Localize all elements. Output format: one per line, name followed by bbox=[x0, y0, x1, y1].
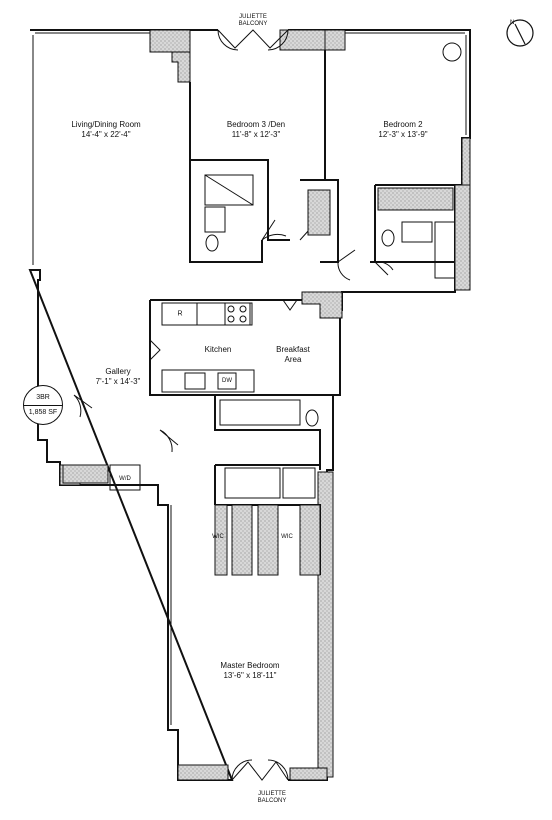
door-bedroom2 bbox=[337, 249, 356, 281]
room-bedroom3-name: Bedroom 3 /Den bbox=[226, 120, 286, 129]
room-kitchen: Kitchen bbox=[205, 345, 232, 355]
door-gallery-master bbox=[159, 429, 179, 453]
column-top-left bbox=[149, 29, 191, 53]
counter-island bbox=[161, 369, 255, 393]
balcony-bottom-label: JULIETTE BALCONY bbox=[258, 791, 287, 805]
room-master-name: Master Bedroom bbox=[220, 661, 280, 670]
door-kitchen bbox=[149, 339, 161, 361]
unit-type: 3BR bbox=[36, 394, 50, 401]
dishwasher bbox=[217, 372, 237, 390]
closet-wic-far bbox=[299, 504, 321, 576]
north-arrow-icon bbox=[506, 19, 534, 47]
door-bedroom2-bath bbox=[374, 261, 394, 276]
door-breakfast-pantry bbox=[282, 299, 298, 311]
wall-bedroom3-bedroom2 bbox=[300, 50, 339, 263]
room-master-dims: 13'-6" x 18'-11" bbox=[223, 671, 277, 680]
room-master: Master Bedroom 13'-6" x 18'-11" bbox=[220, 661, 279, 681]
room-living: Living/Dining Room 14'-4" x 22'-4" bbox=[71, 120, 140, 140]
burner bbox=[227, 315, 235, 323]
column-top-right bbox=[324, 29, 346, 51]
column-top-center bbox=[279, 29, 326, 51]
column-top-notch bbox=[171, 51, 191, 83]
balcony-top-line1: JULIETTE bbox=[239, 14, 267, 20]
room-bedroom2-dims: 12'-3" x 13'-9" bbox=[378, 130, 428, 139]
unit-area: 1,858 SF bbox=[28, 409, 58, 416]
sink-kitchen bbox=[184, 372, 206, 390]
closet-bedroom3 bbox=[307, 189, 331, 236]
room-bedroom3-dims: 11'-8" x 12'-3" bbox=[231, 130, 281, 139]
room-breakfast-name: Breakfast bbox=[276, 345, 310, 354]
washer-dryer bbox=[109, 464, 141, 491]
balcony-bottom-line2: BALCONY bbox=[257, 798, 287, 804]
shower-bedroom3 bbox=[204, 174, 254, 206]
room-gallery-name: Gallery bbox=[105, 367, 131, 376]
balcony-door-bottom bbox=[231, 759, 289, 781]
wall-living-bedroom3 bbox=[189, 82, 290, 263]
wall-kitchen-bottom bbox=[160, 394, 340, 470]
tub-bedroom2 bbox=[434, 221, 456, 279]
unit-badge-divider bbox=[24, 405, 62, 406]
room-bedroom2-name: Bedroom 2 bbox=[383, 120, 423, 129]
room-kitchen-name: Kitchen bbox=[204, 345, 232, 354]
room-bedroom3: Bedroom 3 /Den 11'-8" x 12'-3" bbox=[227, 120, 285, 140]
burner bbox=[239, 305, 247, 313]
washer-dryer-label: W/D bbox=[119, 476, 131, 482]
shower-master bbox=[282, 467, 316, 499]
balcony-bottom-line1: JULIETTE bbox=[258, 791, 286, 797]
round-column bbox=[442, 42, 462, 62]
toilet-master bbox=[305, 409, 319, 427]
dishwasher-label: DW bbox=[222, 378, 232, 384]
unit-badge: 3BR 1,858 SF bbox=[23, 385, 63, 425]
closet-wic-edge bbox=[214, 504, 228, 576]
room-living-dims: 14'-4" x 22'-4" bbox=[81, 130, 131, 139]
burner bbox=[239, 315, 247, 323]
closet-wic-right bbox=[257, 504, 279, 576]
room-breakfast: Breakfast Area bbox=[276, 345, 310, 365]
toilet-bedroom3 bbox=[205, 234, 219, 252]
balcony-door-top bbox=[217, 29, 289, 51]
closet-wic-left bbox=[231, 504, 253, 576]
balcony-top-label: JULIETTE BALCONY bbox=[239, 14, 268, 28]
closet-bedroom2 bbox=[377, 187, 454, 211]
range-cooktop bbox=[224, 302, 251, 326]
wic-left-label: WIC bbox=[212, 534, 224, 540]
vanity-master bbox=[219, 399, 301, 426]
room-bedroom2: Bedroom 2 12'-3" x 13'-9" bbox=[378, 120, 427, 140]
room-gallery: Gallery 7'-1" x 14'-3" bbox=[96, 367, 141, 387]
vanity-bedroom3 bbox=[204, 206, 226, 233]
wall-kitchen-top bbox=[149, 299, 302, 396]
room-breakfast-name2: Area bbox=[284, 355, 302, 364]
compass-label: N bbox=[510, 20, 515, 26]
room-gallery-dims: 7'-1" x 14'-3" bbox=[95, 377, 141, 386]
column-master-bottom bbox=[177, 764, 229, 781]
column-right-edge bbox=[461, 137, 471, 186]
shower-glass bbox=[204, 174, 254, 206]
room-living-name: Living/Dining Room bbox=[71, 120, 141, 129]
column-master-bottom-r bbox=[289, 767, 328, 781]
column-right-lower bbox=[454, 184, 471, 291]
refrigerator-label: R bbox=[177, 310, 183, 318]
column-mid bbox=[301, 291, 343, 319]
toilet-bedroom2 bbox=[381, 229, 395, 247]
closet-gallery bbox=[62, 464, 109, 484]
wic-right-label: WIC bbox=[281, 534, 293, 540]
balcony-top-line2: BALCONY bbox=[238, 21, 268, 27]
door-gallery-entry bbox=[73, 394, 93, 418]
vanity-bedroom2 bbox=[401, 221, 433, 243]
door-bedroom3 bbox=[261, 219, 287, 241]
burner bbox=[227, 305, 235, 313]
compass: N bbox=[505, 18, 535, 48]
tub-master bbox=[224, 467, 281, 499]
